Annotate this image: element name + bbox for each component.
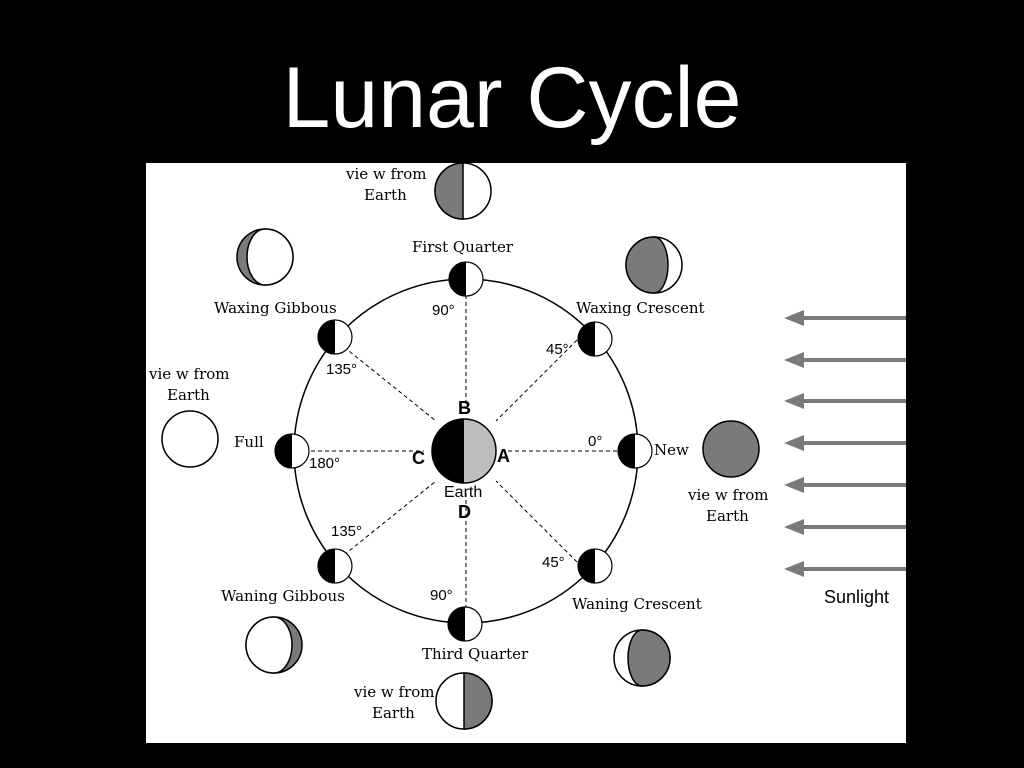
- label-waning-crescent: Waning Crescent: [572, 595, 702, 613]
- phase-labels: First Quarter Waxing Crescent New Waning…: [214, 238, 705, 663]
- point-b-label: B: [458, 398, 471, 418]
- point-c-label: C: [412, 448, 425, 468]
- point-d-label: D: [458, 502, 471, 522]
- radial-lines: [304, 281, 622, 609]
- view-waxing-gibbous-icon: [236, 228, 294, 286]
- earth-label: Earth: [444, 484, 482, 501]
- angle-labels: 90° 45° 0° 45° 90° 135° 180° 135°: [309, 302, 602, 604]
- view-full-icon: [161, 410, 219, 468]
- angle-left: 180°: [309, 455, 340, 472]
- radial-line-top-left: [343, 346, 437, 422]
- sunlight-arrows: [784, 310, 906, 577]
- orbit-moons: [274, 261, 653, 642]
- moon-waxing-gibbous: [317, 319, 353, 355]
- view-right-line2: Earth: [706, 507, 749, 525]
- label-first-quarter: First Quarter: [412, 238, 514, 256]
- phase-appearances: [161, 163, 760, 730]
- moon-full: [274, 433, 310, 469]
- moon-first-quarter: [448, 261, 484, 297]
- moon-waxing-crescent: [577, 321, 613, 357]
- angle-top-right: 45°: [546, 341, 569, 358]
- sunlight-arrow-6: [784, 519, 906, 535]
- view-first-quarter-icon: [434, 163, 492, 220]
- radial-line-top-right: [495, 334, 583, 422]
- moon-waning-crescent: [577, 548, 613, 584]
- view-waxing-crescent-icon: [625, 236, 683, 294]
- sunlight-arrow-5: [784, 477, 906, 493]
- moon-waning-gibbous: [317, 548, 353, 584]
- angle-right: 0°: [588, 433, 602, 450]
- view-left-line1: vie w from: [148, 365, 230, 383]
- view-new-icon: [702, 420, 760, 478]
- view-left-line2: Earth: [167, 386, 210, 404]
- point-a-label: A: [497, 446, 510, 466]
- label-third-quarter: Third Quarter: [422, 645, 529, 663]
- view-bottom-line1: vie w from: [353, 683, 435, 701]
- view-top-line1: vie w from: [345, 165, 427, 183]
- moon-new: [617, 433, 653, 469]
- view-waning-gibbous-icon: [245, 616, 303, 674]
- sunlight-arrow-3: [784, 393, 906, 409]
- view-right-line1: vie w from: [687, 486, 769, 504]
- view-bottom-line2: Earth: [372, 704, 415, 722]
- slide-title: Lunar Cycle: [282, 50, 742, 146]
- angle-top-left: 135°: [326, 361, 357, 378]
- angle-bottom-left: 135°: [331, 523, 362, 540]
- label-waning-gibbous: Waning Gibbous: [221, 587, 345, 605]
- moon-third-quarter: [447, 606, 483, 642]
- view-captions: vie w from Earth vie w from Earth vie w …: [148, 165, 769, 722]
- sunlight-arrow-2: [784, 352, 906, 368]
- lunar-cycle-diagram: A B C D Earth: [146, 163, 906, 743]
- sunlight-arrow-4: [784, 435, 906, 451]
- earth-outline: [431, 418, 497, 484]
- label-waxing-gibbous: Waxing Gibbous: [214, 299, 337, 317]
- sunlight-arrow-1: [784, 310, 906, 326]
- view-top-line2: Earth: [364, 186, 407, 204]
- label-new: New: [654, 441, 689, 459]
- diagram-canvas: A B C D Earth: [148, 163, 906, 730]
- earth-day-side: [464, 419, 496, 483]
- sunlight-label: Sunlight: [824, 587, 889, 607]
- sunlight-arrow-7: [784, 561, 906, 577]
- angle-bottom-right: 45°: [542, 554, 565, 571]
- label-waxing-crescent: Waxing Crescent: [576, 299, 705, 317]
- earth: [431, 418, 497, 484]
- angle-top: 90°: [432, 302, 455, 319]
- angle-bottom: 90°: [430, 587, 453, 604]
- view-waning-crescent-icon: [613, 629, 671, 687]
- radial-line-bottom-left: [343, 480, 437, 556]
- view-third-quarter-icon: [435, 672, 493, 730]
- label-full: Full: [234, 433, 264, 451]
- radial-line-bottom-right: [495, 480, 583, 568]
